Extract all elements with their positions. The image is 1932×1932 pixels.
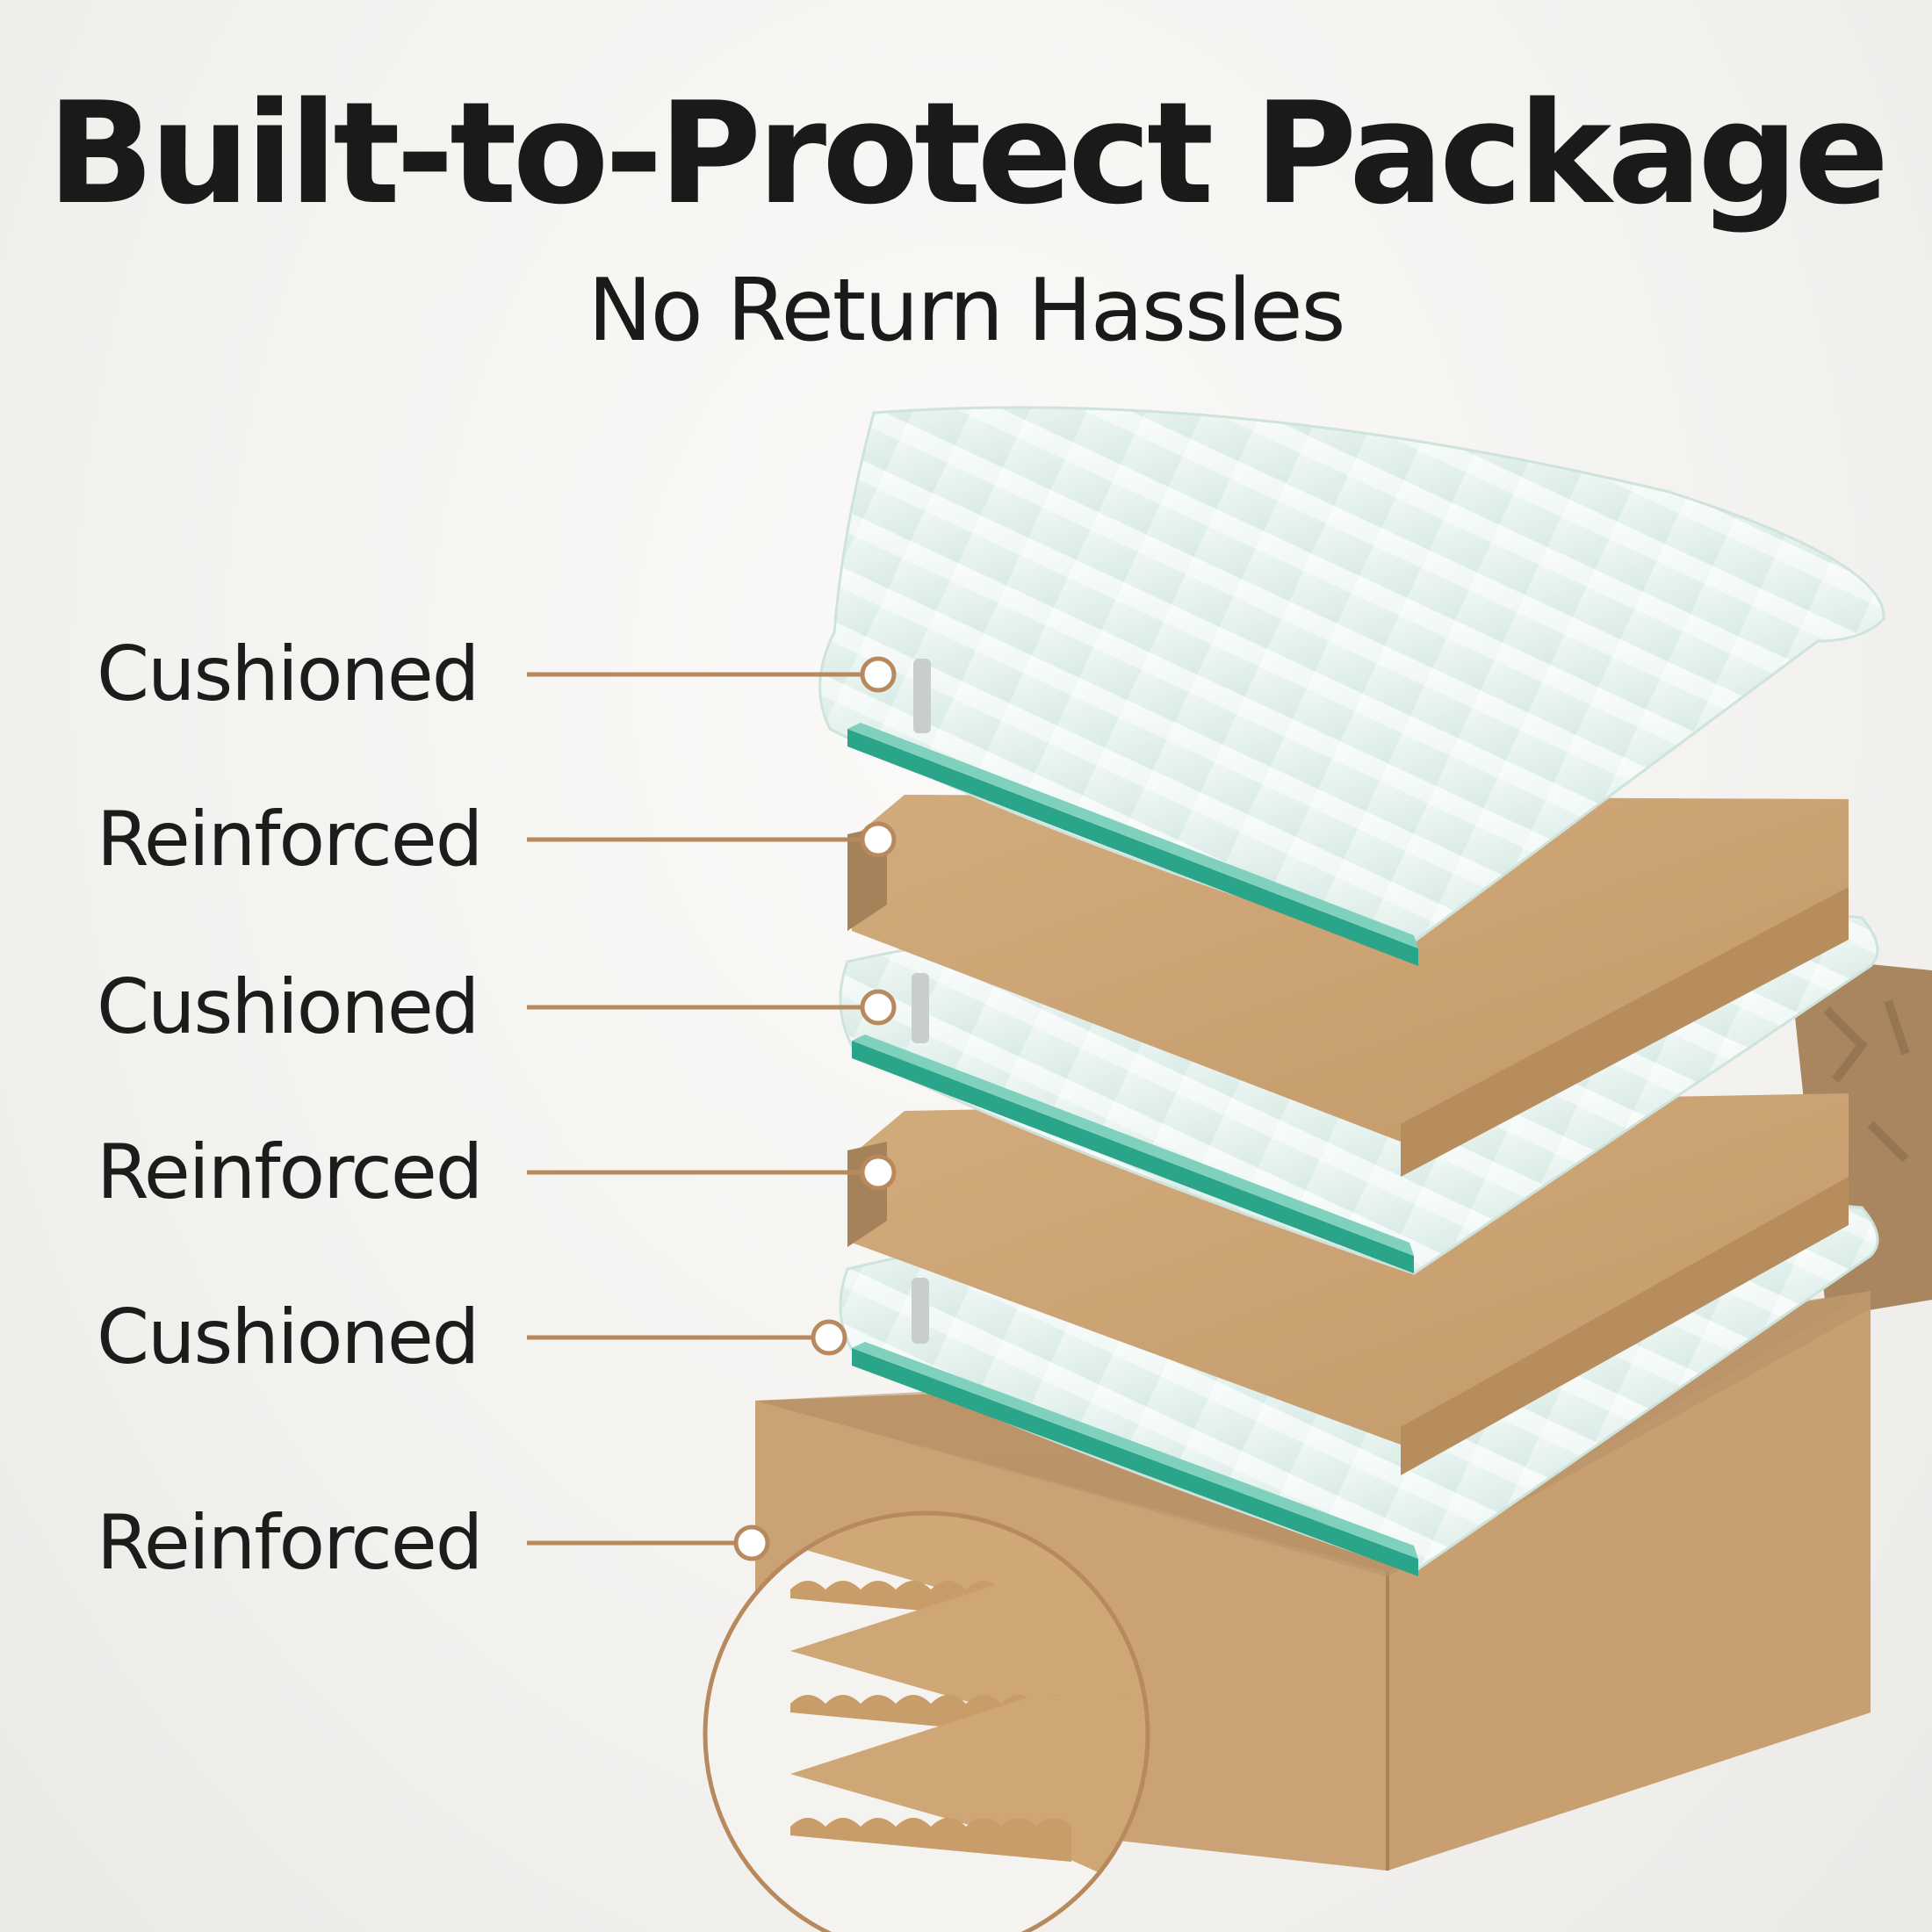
layer-label-cushioned-2: Cushioned: [97, 963, 479, 1051]
callout-cushioned-2: [527, 989, 897, 1026]
callout-reinforced-3: [527, 1525, 770, 1561]
headline-subtitle: No Return Hassles: [588, 261, 1345, 361]
corrugated-zoom-circle: [703, 1510, 1150, 1932]
layer-label-reinforced-3: Reinforced: [97, 1499, 483, 1587]
callout-cushioned-1: [527, 656, 897, 693]
cardboard-sleeve-1: [847, 795, 1849, 1177]
layer-label-cushioned-1: Cushioned: [97, 631, 479, 718]
headline-title: Built-to-Protect Package: [47, 71, 1890, 235]
callout-reinforced-1: [527, 821, 897, 858]
callout-cushioned-3: [527, 1319, 847, 1356]
callout-reinforced-2: [527, 1154, 897, 1191]
layer-label-reinforced-2: Reinforced: [97, 1128, 483, 1216]
foam-pouch-1: [818, 406, 1885, 966]
layer-label-cushioned-3: Cushioned: [97, 1294, 479, 1381]
layer-label-reinforced-1: Reinforced: [97, 796, 483, 883]
